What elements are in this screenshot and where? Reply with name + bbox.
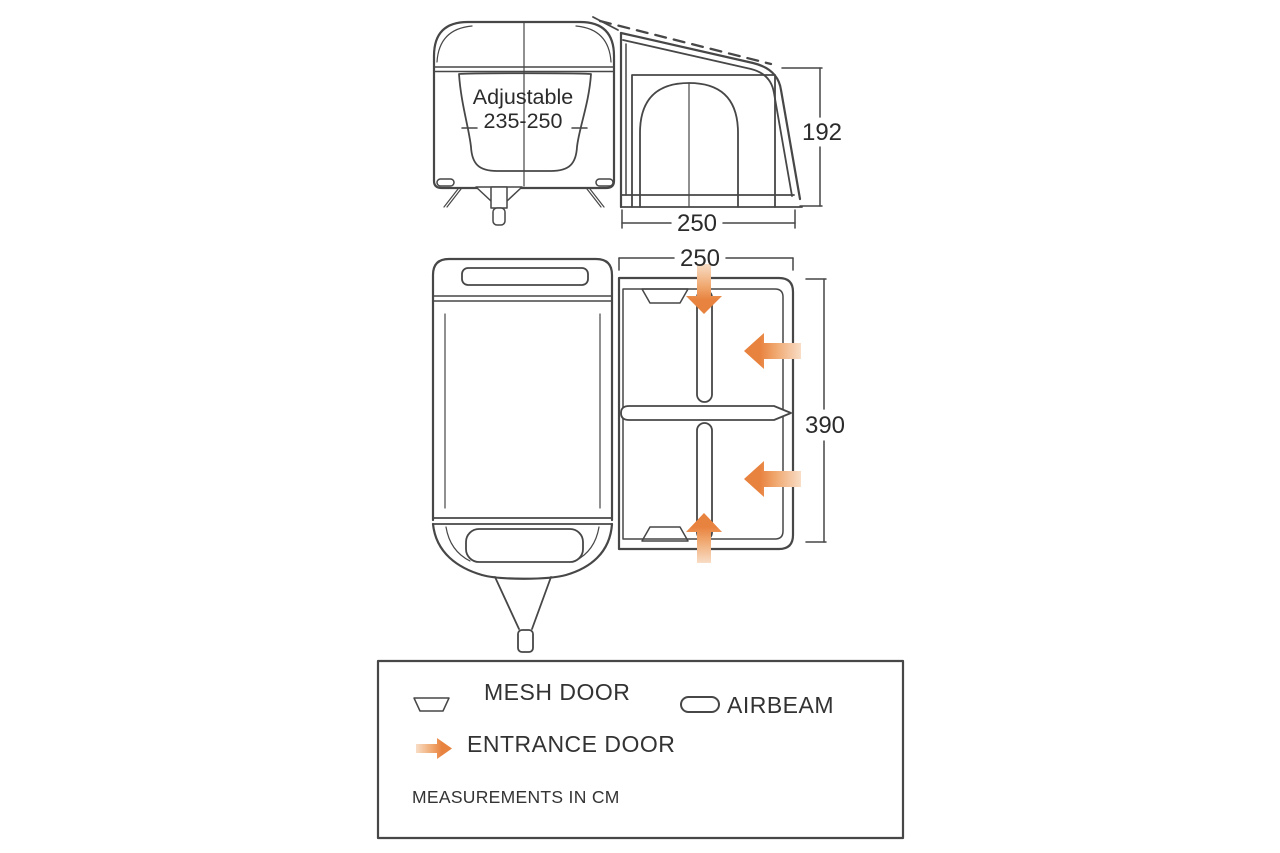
side-view: Adjustable 235-250 192 xyxy=(432,16,842,237)
airbeam-label: AIRBEAM xyxy=(727,692,834,718)
caravan-plan-body xyxy=(431,257,614,522)
airbeam-middle-horizontal xyxy=(620,405,792,421)
bow-inner-curve-left xyxy=(445,526,471,562)
airbeam-icon xyxy=(680,696,720,713)
awning-roof-outer xyxy=(619,31,802,201)
dim-250p-value: 250 xyxy=(680,245,720,272)
adjustable-roof-dashed-line xyxy=(598,19,773,66)
caravan-plan-bow xyxy=(431,522,614,580)
plan-view: 250 390 xyxy=(431,245,845,653)
dim-390-value: 390 xyxy=(805,412,845,439)
dimension-width-250-plan: 250 xyxy=(618,245,794,272)
caravan-rear-window xyxy=(458,72,592,172)
mesh-door-top xyxy=(641,288,689,304)
dimension-height-192: 192 xyxy=(781,67,842,207)
measurements-note: MEASUREMENTS IN CM xyxy=(412,787,620,807)
legend: MESH DOOR AIRBEAM ENTRANCE DOOR MEASUREM… xyxy=(376,659,905,840)
caravan-rear-outline: Adjustable 235-250 xyxy=(432,20,616,226)
hitch-post xyxy=(490,186,508,209)
gas-locker-lid xyxy=(465,528,584,563)
awning-side-profile xyxy=(592,16,803,209)
caravan-roof-cap-left xyxy=(436,25,473,63)
floorplan-inner-wall xyxy=(622,288,784,540)
legend-box xyxy=(376,659,905,840)
corner-steady-left xyxy=(443,188,462,208)
entrance-door-label: ENTRANCE DOOR xyxy=(467,731,675,757)
hitch-aframe-plan xyxy=(494,576,552,630)
caravan-roof-cap-right xyxy=(575,25,612,63)
dim-250s-value: 250 xyxy=(677,210,717,237)
dimension-width-250-side: 250 xyxy=(621,209,796,237)
caravan-plan-front-wall xyxy=(432,517,613,525)
jockey-wheel xyxy=(492,207,506,226)
entrance-arrow-bottom xyxy=(686,513,722,563)
caravan-top-outline xyxy=(431,257,614,653)
mesh-door-icon xyxy=(413,697,450,712)
caravan-plan-window xyxy=(461,267,589,286)
caravan-light-left xyxy=(436,178,455,187)
awning-floorplan xyxy=(617,264,801,563)
hitch-head-plan xyxy=(517,629,534,653)
dimension-depth-390: 390 xyxy=(805,278,845,543)
entrance-arrow-right-lower xyxy=(744,461,801,497)
mesh-door-bottom xyxy=(641,526,689,542)
caravan-height-label-line2: 235-250 xyxy=(484,109,563,133)
caravan-body xyxy=(432,20,616,190)
dim-192-value: 192 xyxy=(802,119,842,146)
awning-door-frame xyxy=(631,74,776,208)
corner-steady-right xyxy=(586,188,605,208)
entrance-arrow-right-upper xyxy=(744,333,801,369)
entrance-door-icon xyxy=(416,738,452,759)
mesh-door-label: MESH DOOR xyxy=(484,679,630,705)
caravan-plan-seam xyxy=(432,295,613,302)
awning-roof-inner xyxy=(622,39,793,197)
caravan-light-right xyxy=(595,178,614,187)
caravan-height-label-line1: Adjustable xyxy=(473,85,573,109)
entrance-arrow-top xyxy=(686,264,722,314)
